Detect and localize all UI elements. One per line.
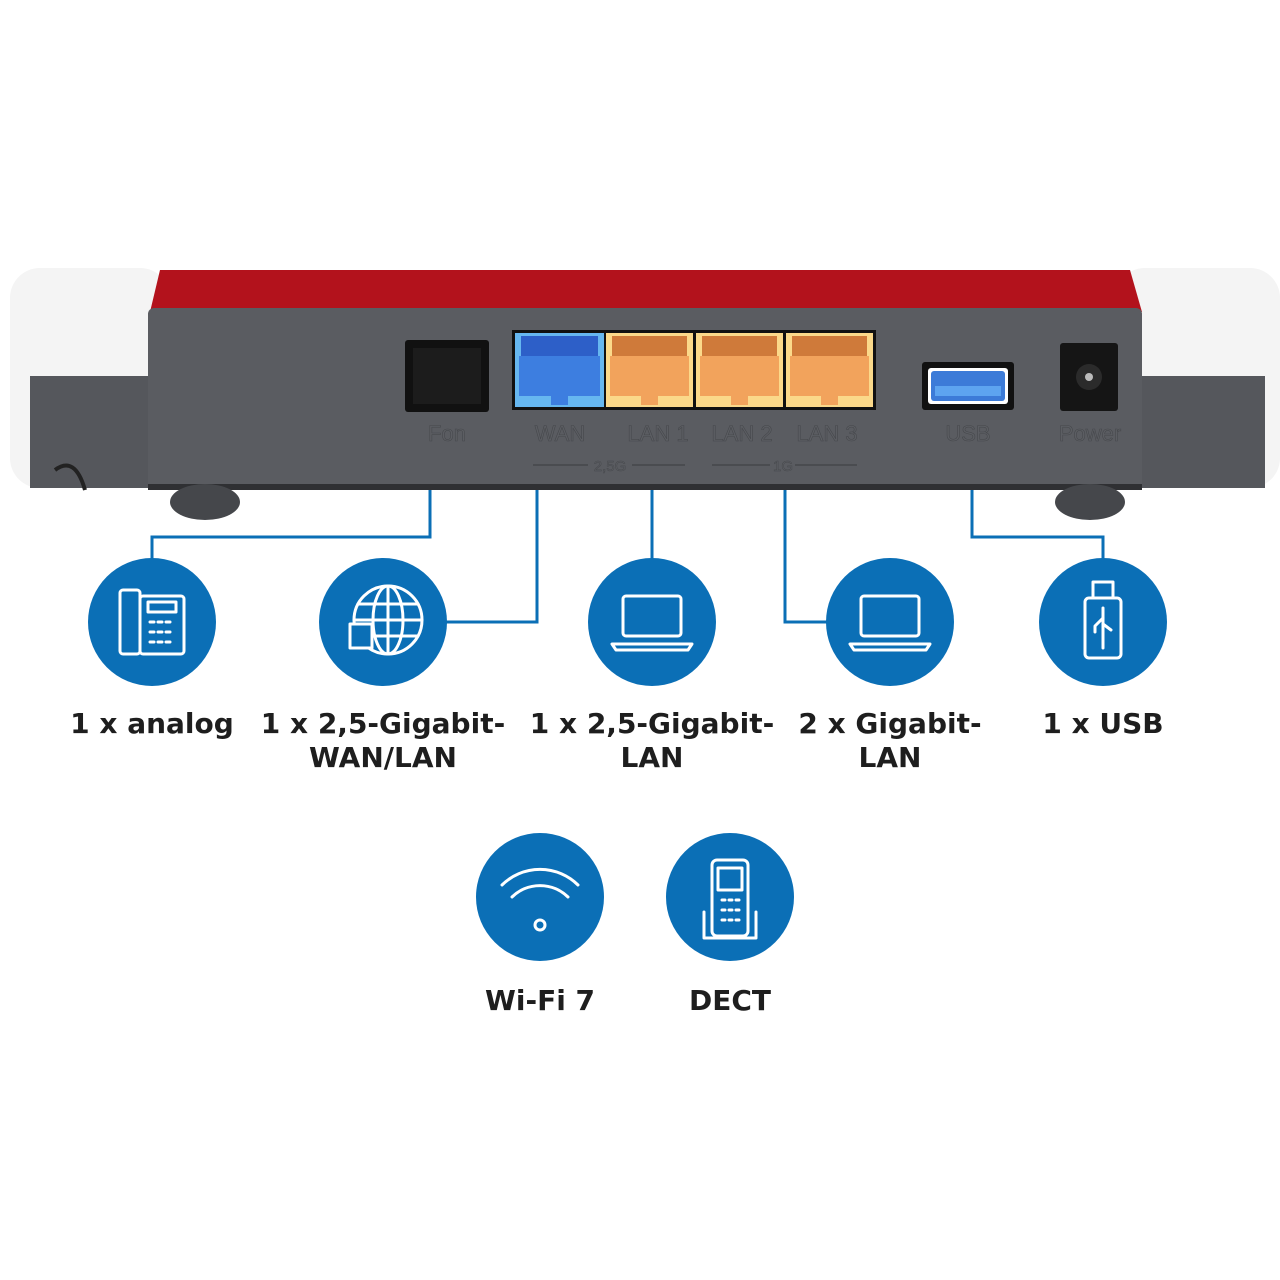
lan-port-2	[696, 333, 783, 407]
wifi-icon	[500, 867, 580, 932]
speed-group-1g: 1G	[773, 458, 793, 475]
port-label-lan1: LAN 1	[627, 421, 688, 446]
phone-icon	[118, 588, 186, 656]
wan-port	[515, 333, 604, 407]
port-label-power: Power	[1059, 421, 1121, 446]
feature-label-wan-lan: 1 x 2,5-Gigabit- WAN/LAN	[260, 707, 506, 774]
port-label-lan2: LAN 2	[711, 421, 772, 446]
port-label-lan3: LAN 3	[796, 421, 857, 446]
globe-icon	[348, 584, 424, 656]
fon-port	[405, 340, 489, 412]
usb-port	[922, 362, 1014, 410]
red-top-band	[150, 270, 1142, 312]
left-end-cap	[10, 268, 170, 491]
dect-handset-icon	[702, 858, 758, 940]
feature-label-usb: 1 x USB	[1042, 707, 1164, 740]
port-label-wan: WAN	[535, 421, 586, 446]
port-label-usb: USB	[945, 421, 990, 446]
feature-label-gigabit-lan: 2 x Gigabit- LAN	[798, 707, 982, 774]
laptop-icon	[848, 594, 932, 652]
lan-port-3	[786, 333, 873, 407]
feature-label-wifi: Wi-Fi 7	[484, 984, 596, 1017]
laptop-icon	[610, 594, 694, 652]
feature-label-dect: DECT	[688, 984, 772, 1017]
speed-group-2-5g: 2,5G	[594, 458, 627, 475]
usb-stick-icon	[1083, 580, 1123, 660]
power-port	[1060, 343, 1118, 411]
port-label-fon: Fon	[428, 421, 466, 446]
feature-label-analog: 1 x analog	[70, 707, 234, 740]
right-end-cap	[1115, 268, 1280, 488]
feature-label-lan-2-5g: 1 x 2,5-Gigabit- LAN	[529, 707, 775, 774]
lan-port-1	[606, 333, 693, 407]
connector-lines	[150, 490, 1105, 624]
